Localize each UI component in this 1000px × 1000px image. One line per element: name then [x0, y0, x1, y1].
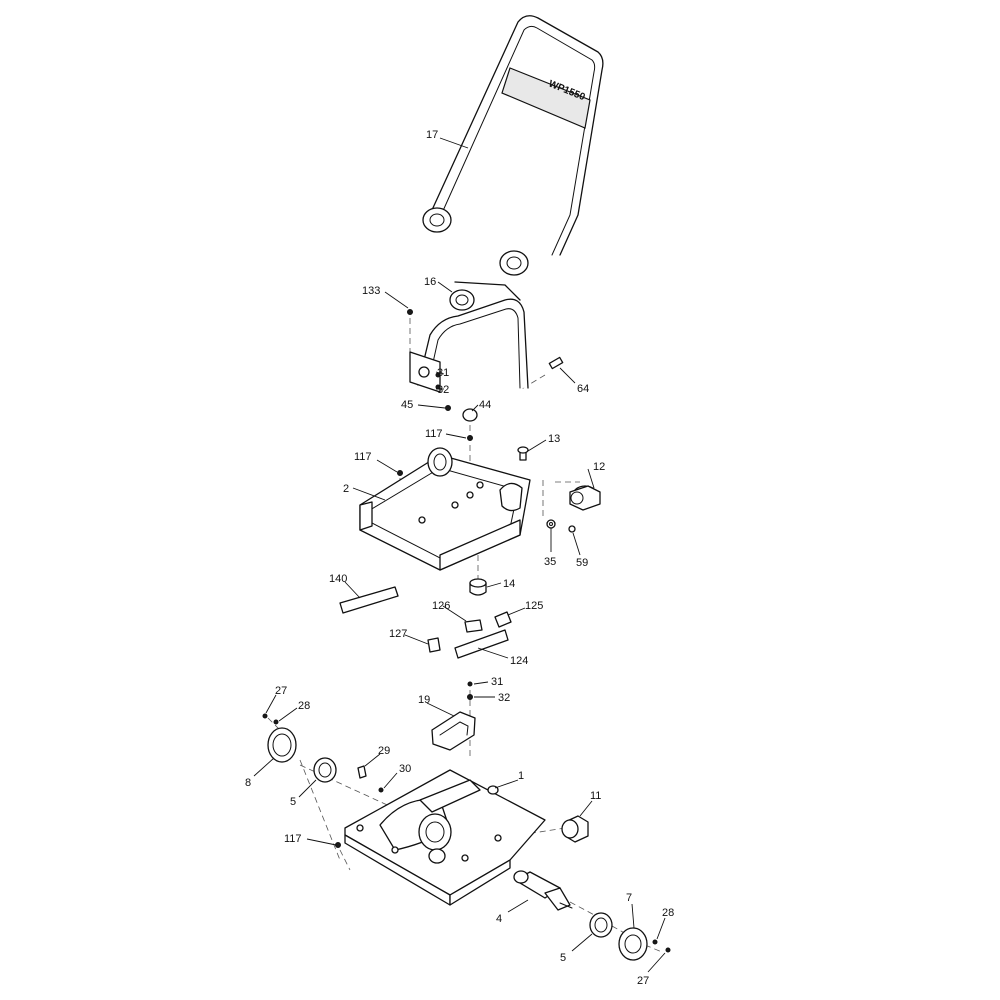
callout-5-right: 5 — [560, 952, 566, 964]
callout-125: 125 — [525, 600, 543, 612]
part-label-strip — [339, 586, 399, 614]
part-base-plate — [335, 769, 546, 906]
right-bearing-set — [589, 912, 671, 961]
callout-12: 12 — [593, 461, 605, 473]
callout-45: 45 — [401, 399, 413, 411]
callout-117-top: 117 — [425, 428, 443, 440]
callout-labels: 17 16 133 31 32 64 45 44 117 13 117 12 2… — [245, 129, 674, 987]
part-handle: WP1550 — [422, 15, 604, 276]
callout-29: 29 — [378, 745, 390, 757]
callout-127: 127 — [389, 628, 407, 640]
callout-133: 133 — [362, 285, 380, 297]
callout-35: 35 — [544, 556, 556, 568]
callout-117-mid: 117 — [354, 451, 372, 463]
callout-19: 19 — [418, 694, 430, 706]
leader-lines — [253, 137, 666, 973]
left-bearing-set — [262, 713, 384, 793]
bracket-hardware — [397, 309, 564, 476]
callout-64: 64 — [577, 383, 589, 395]
callout-44: 44 — [479, 399, 491, 411]
callout-1: 1 — [518, 770, 524, 782]
part-handle-bracket — [409, 281, 529, 393]
part-buffer — [469, 578, 487, 596]
callout-8: 8 — [245, 777, 251, 789]
callout-28-left: 28 — [298, 700, 310, 712]
callout-4: 4 — [496, 913, 502, 925]
callout-27-left: 27 — [275, 685, 287, 697]
frame-side-hardware — [517, 446, 601, 533]
callout-32-upper: 32 — [437, 384, 449, 396]
callout-140: 140 — [329, 573, 347, 585]
callout-11: 11 — [590, 790, 601, 802]
callout-28-right: 28 — [662, 907, 674, 919]
callout-31-lower: 31 — [491, 676, 503, 688]
callout-14: 14 — [503, 578, 515, 590]
part-upper-frame — [359, 447, 531, 571]
callout-13: 13 — [548, 433, 560, 445]
callout-16: 16 — [424, 276, 436, 288]
callout-5-left: 5 — [290, 796, 296, 808]
callout-59: 59 — [576, 557, 588, 569]
callout-7: 7 — [626, 892, 632, 904]
callout-31-upper: 31 — [437, 367, 449, 379]
callout-27-right: 27 — [637, 975, 649, 987]
part-eccentric-shaft — [513, 870, 573, 911]
part-mount-bracket — [431, 681, 476, 751]
part-small-brackets — [427, 611, 512, 659]
callout-124: 124 — [510, 655, 528, 667]
callout-30: 30 — [399, 763, 411, 775]
callout-2: 2 — [343, 483, 349, 495]
callout-117-bottom: 117 — [284, 833, 302, 845]
callout-17: 17 — [426, 129, 438, 141]
callout-126: 126 — [432, 600, 450, 612]
part-cushion — [561, 815, 589, 843]
callout-32-lower: 32 — [498, 692, 510, 704]
